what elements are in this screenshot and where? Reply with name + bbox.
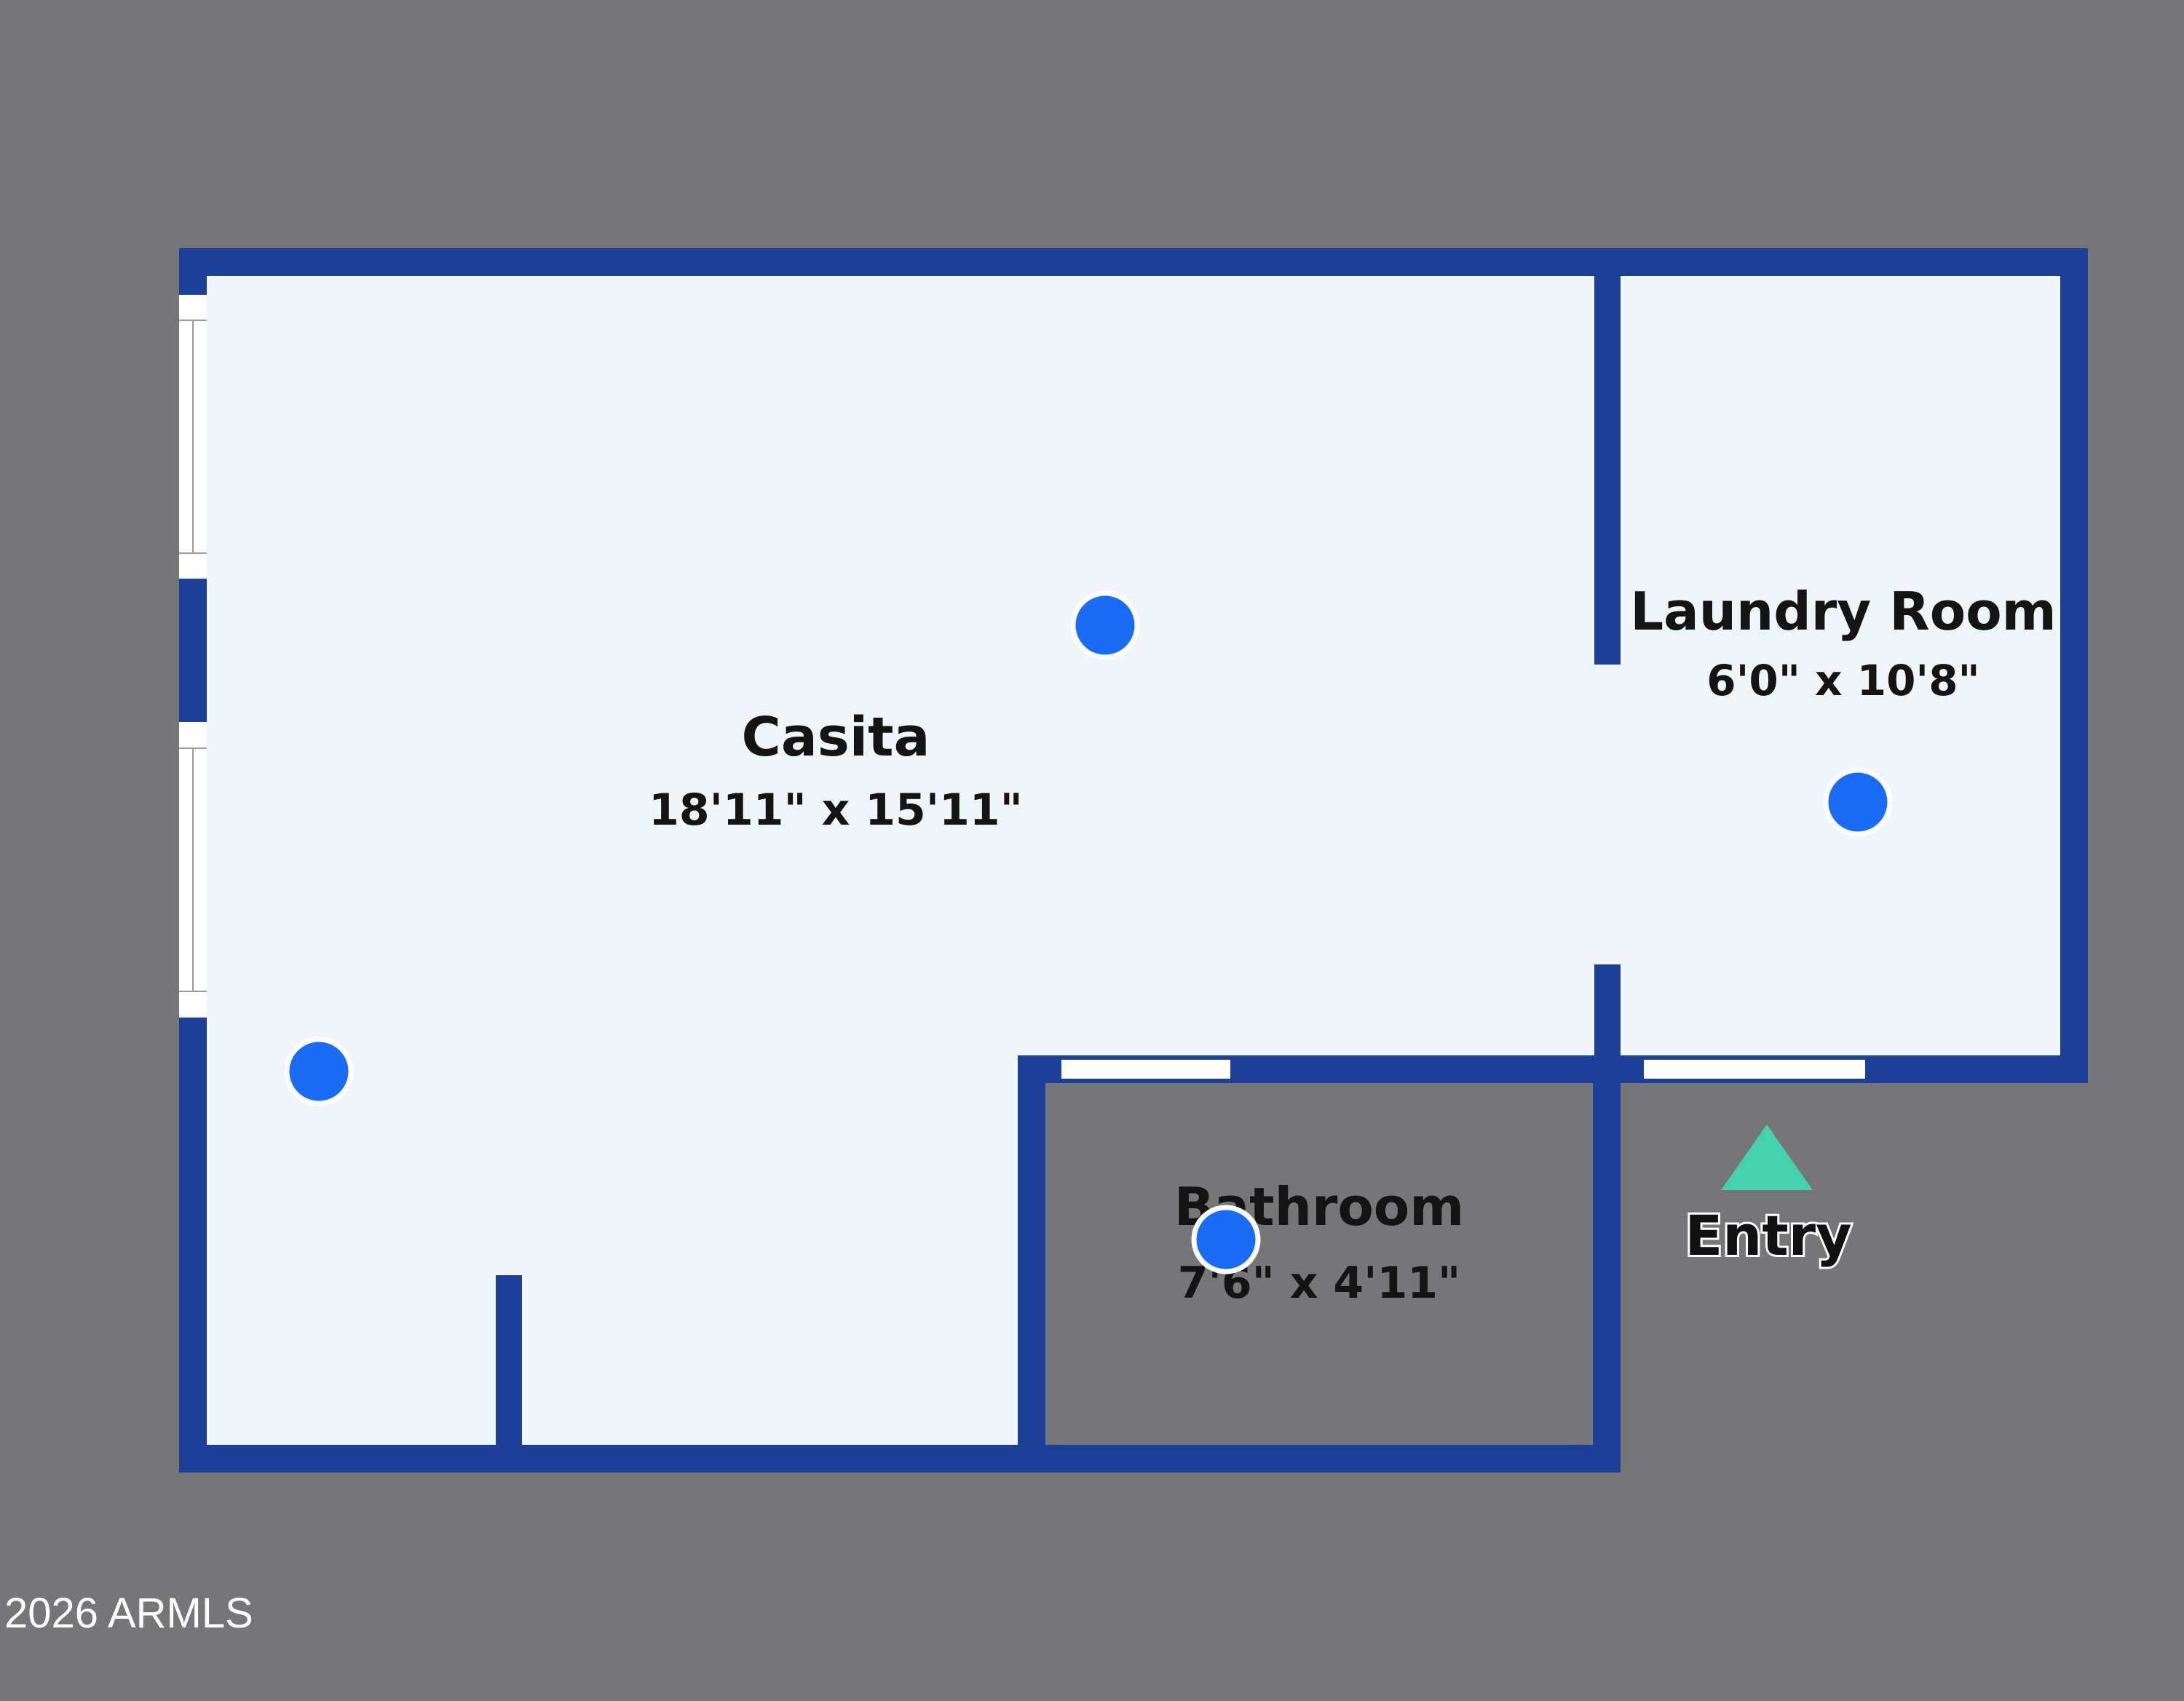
window-bathroom-top <box>1061 1060 1230 1079</box>
room-dimensions-laundry: 6'0" x 10'8" <box>1706 656 1980 705</box>
camera-markers <box>284 590 1893 1274</box>
doorway-entry <box>1644 1060 1865 1079</box>
wall-right <box>2060 248 2088 1083</box>
windows <box>179 295 1865 1079</box>
wall-laundry-divider-lower <box>1594 964 1621 1083</box>
wall-bathroom-left <box>1018 1055 1045 1472</box>
wall-casita-stub <box>496 1275 522 1470</box>
camera-marker-icon[interactable] <box>1191 1205 1261 1274</box>
camera-marker-icon[interactable] <box>1823 767 1893 837</box>
room-label-casita: Casita 18'11" x 15'11" <box>649 706 1023 836</box>
floor-area <box>193 262 2074 1450</box>
entry-indicator[interactable]: Entry <box>1682 1125 1854 1270</box>
room-label-laundry: Laundry Room 6'0" x 10'8" <box>1630 581 2056 705</box>
copyright-notice: 2026 ARMLS <box>4 1590 253 1637</box>
room-name-laundry: Laundry Room <box>1630 581 2056 642</box>
window-left-upper <box>179 295 207 579</box>
wall-bottom-casita <box>179 1445 1621 1472</box>
camera-marker-icon[interactable] <box>284 1036 354 1106</box>
wall-top <box>179 248 2088 276</box>
triangle-up-icon <box>1721 1125 1813 1190</box>
entry-label: Entry <box>1685 1203 1851 1268</box>
wall-bathroom-right <box>1593 1055 1621 1472</box>
camera-marker-icon[interactable] <box>1070 590 1140 660</box>
room-dimensions-casita: 18'11" x 15'11" <box>649 785 1023 836</box>
room-name-casita: Casita <box>742 706 930 769</box>
wall-laundry-divider-upper <box>1594 248 1621 665</box>
window-left-lower <box>179 722 207 1018</box>
